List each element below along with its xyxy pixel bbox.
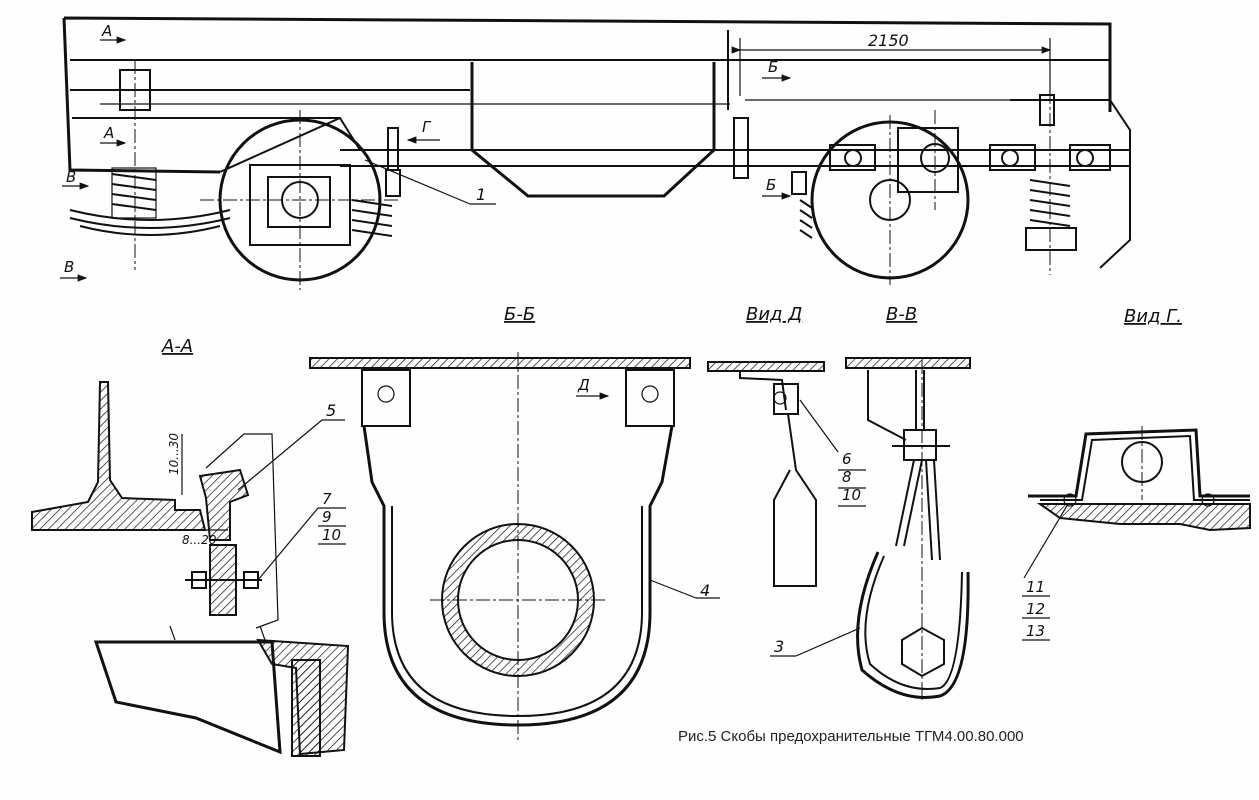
section-mark-a-top: А	[101, 22, 112, 40]
callout-10-aa: 10	[322, 526, 341, 544]
cardan-shaft	[829, 144, 1111, 171]
right-small-spring	[351, 199, 393, 237]
view-titles: Б-Б Вид Д В-В Вид Г. А-А	[161, 304, 1182, 357]
section-mark-a-bottom: А	[103, 124, 114, 142]
section-mark-b-top: Б	[768, 58, 778, 76]
callout-13: 13	[1026, 622, 1045, 640]
section-aa: 10...30 8...20 5 7 9 10	[31, 381, 350, 757]
bogie-elevation: 2150 А А В В Г Б Б 1	[60, 16, 1131, 290]
section-mark-v-top: В	[66, 168, 76, 186]
section-vv: 3	[770, 357, 971, 700]
dimension-8-20: 8...20	[182, 533, 217, 547]
title-aa: А-А	[161, 336, 193, 357]
figure-caption: Рис.5 Скобы предохранительные ТГМ4.00.80…	[678, 728, 1024, 745]
section-mark-g: Г	[422, 118, 432, 136]
callout-1: 1	[476, 185, 486, 204]
title-vid-g: Вид Г.	[1124, 306, 1182, 327]
view-d: 6 8 10	[707, 361, 866, 587]
callout-4: 4	[700, 581, 710, 600]
section-mark-b-bottom: Б	[766, 176, 776, 194]
title-bb: Б-Б	[504, 304, 535, 325]
title-vid-d: Вид Д	[746, 304, 802, 325]
callout-6: 6	[842, 450, 852, 468]
callout-8: 8	[842, 468, 852, 486]
dimension-10-30: 10...30	[167, 433, 181, 475]
callout-7: 7	[322, 490, 332, 508]
callout-12: 12	[1026, 600, 1045, 618]
left-coil-spring	[111, 167, 157, 219]
callout-3: 3	[774, 637, 784, 656]
callout-9: 9	[322, 508, 332, 526]
dimension-2150: 2150	[868, 31, 909, 50]
callout-5: 5	[326, 401, 336, 420]
title-vv: В-В	[886, 304, 917, 325]
right-coil-spring	[1025, 179, 1077, 251]
section-bb: Д 4	[309, 352, 720, 740]
section-mark-d: Д	[577, 376, 590, 394]
callout-11: 11	[1026, 578, 1045, 596]
section-mark-v-bottom: В	[64, 258, 74, 276]
view-g: 11 12 13	[1022, 426, 1251, 641]
callout-10-d: 10	[842, 486, 861, 504]
